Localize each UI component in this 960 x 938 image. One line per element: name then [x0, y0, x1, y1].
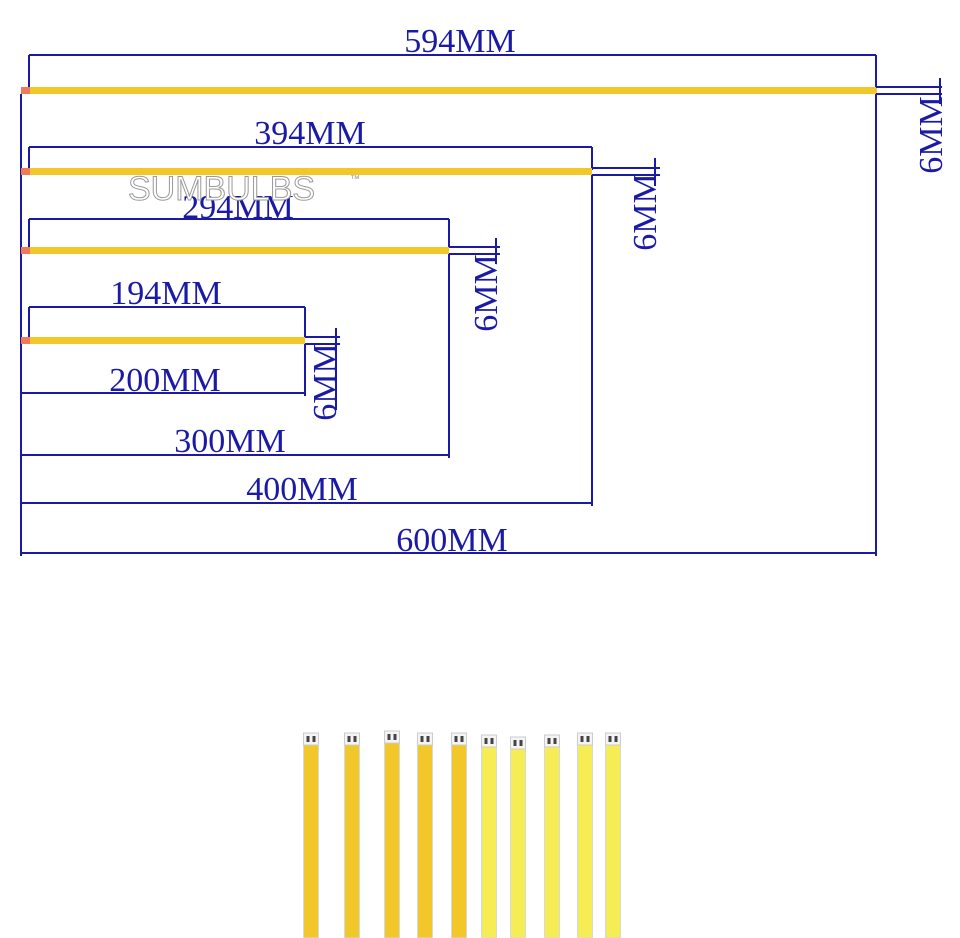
strip-300-group: 294MM 6MM 300MM [21, 189, 505, 460]
strip-solder-pad [347, 736, 351, 742]
strip-body [303, 732, 319, 938]
photo-led-strip [510, 736, 526, 938]
strip-solder-pad [353, 736, 357, 742]
strip-solder-pad [426, 736, 430, 742]
strip-solder-pad [454, 736, 458, 742]
strip-solder-pad [547, 738, 551, 744]
label-194mm: 194MM [110, 275, 221, 312]
strip-solder-pad [614, 736, 618, 742]
label-6mm: 6MM [468, 254, 505, 331]
photo-led-strip [605, 732, 621, 938]
strip-end-cap [481, 734, 497, 748]
strip-end-pad [21, 337, 30, 344]
strip-solder-pad [484, 738, 488, 744]
strip-end-pad [21, 87, 30, 94]
strip-400-group: 394MM 6MM 400MM [21, 115, 664, 508]
label-6mm: 6MM [627, 173, 664, 250]
strip-end-cap [577, 732, 593, 746]
strip-solder-pad [387, 734, 391, 740]
strip-body [417, 732, 433, 938]
strip-solder-pad [513, 740, 517, 746]
strip-body [577, 732, 593, 938]
strip-end-cap [417, 732, 433, 746]
strip-600-group: 594MM 6MM 600MM [20, 23, 950, 559]
photo-led-strip [451, 732, 467, 938]
led-strip-600 [21, 87, 877, 94]
strip-solder-pad [420, 736, 424, 742]
led-strip-300 [21, 247, 449, 254]
strip-end-cap [544, 734, 560, 748]
strip-end-cap [510, 736, 526, 750]
label-400mm: 400MM [246, 471, 357, 508]
strip-solder-pad [519, 740, 523, 746]
strip-solder-pad [490, 738, 494, 744]
strip-end-pad [21, 168, 30, 175]
label-6mm: 6MM [307, 343, 344, 420]
strip-photo [303, 730, 621, 938]
strip-body [510, 736, 526, 938]
label-394mm: 394MM [254, 115, 365, 152]
label-600mm: 600MM [396, 522, 507, 559]
watermark: SUMBULBS ™ [128, 170, 361, 209]
strip-body [605, 732, 621, 938]
strip-end-cap [384, 730, 400, 744]
strip-body [451, 732, 467, 938]
strip-end-cap [605, 732, 621, 746]
led-strip-200 [21, 337, 305, 344]
watermark-text: SUMBULBS [128, 170, 315, 208]
photo-led-strip [417, 732, 433, 938]
photo-led-strip [384, 730, 400, 938]
label-300mm: 300MM [174, 423, 285, 460]
strip-solder-pad [460, 736, 464, 742]
photo-led-strip [303, 732, 319, 938]
label-6mm: 6MM [913, 96, 950, 173]
strip-solder-pad [608, 736, 612, 742]
label-594mm: 594MM [404, 23, 515, 60]
label-294mm: 294MM [182, 189, 293, 226]
strip-solder-pad [586, 736, 590, 742]
photo-led-strip [544, 734, 560, 938]
strip-end-cap [303, 732, 319, 746]
strip-end-cap [344, 732, 360, 746]
strip-solder-pad [393, 734, 397, 740]
strip-end-cap [451, 732, 467, 746]
strip-solder-pad [312, 736, 316, 742]
strip-body [344, 732, 360, 938]
strip-solder-pad [580, 736, 584, 742]
strip-end-pad [21, 247, 30, 254]
strip-body [384, 730, 400, 938]
photo-led-strip [481, 734, 497, 938]
watermark-trademark: ™ [350, 174, 360, 185]
photo-led-strip [577, 732, 593, 938]
strip-solder-pad [306, 736, 310, 742]
strip-solder-pad [553, 738, 557, 744]
photo-led-strip [344, 732, 360, 938]
strip-200-group: 194MM 6MM 200MM [21, 275, 344, 421]
led-strip-400 [21, 168, 592, 175]
strip-body [481, 734, 497, 938]
label-200mm: 200MM [109, 362, 220, 399]
strip-body [544, 734, 560, 938]
